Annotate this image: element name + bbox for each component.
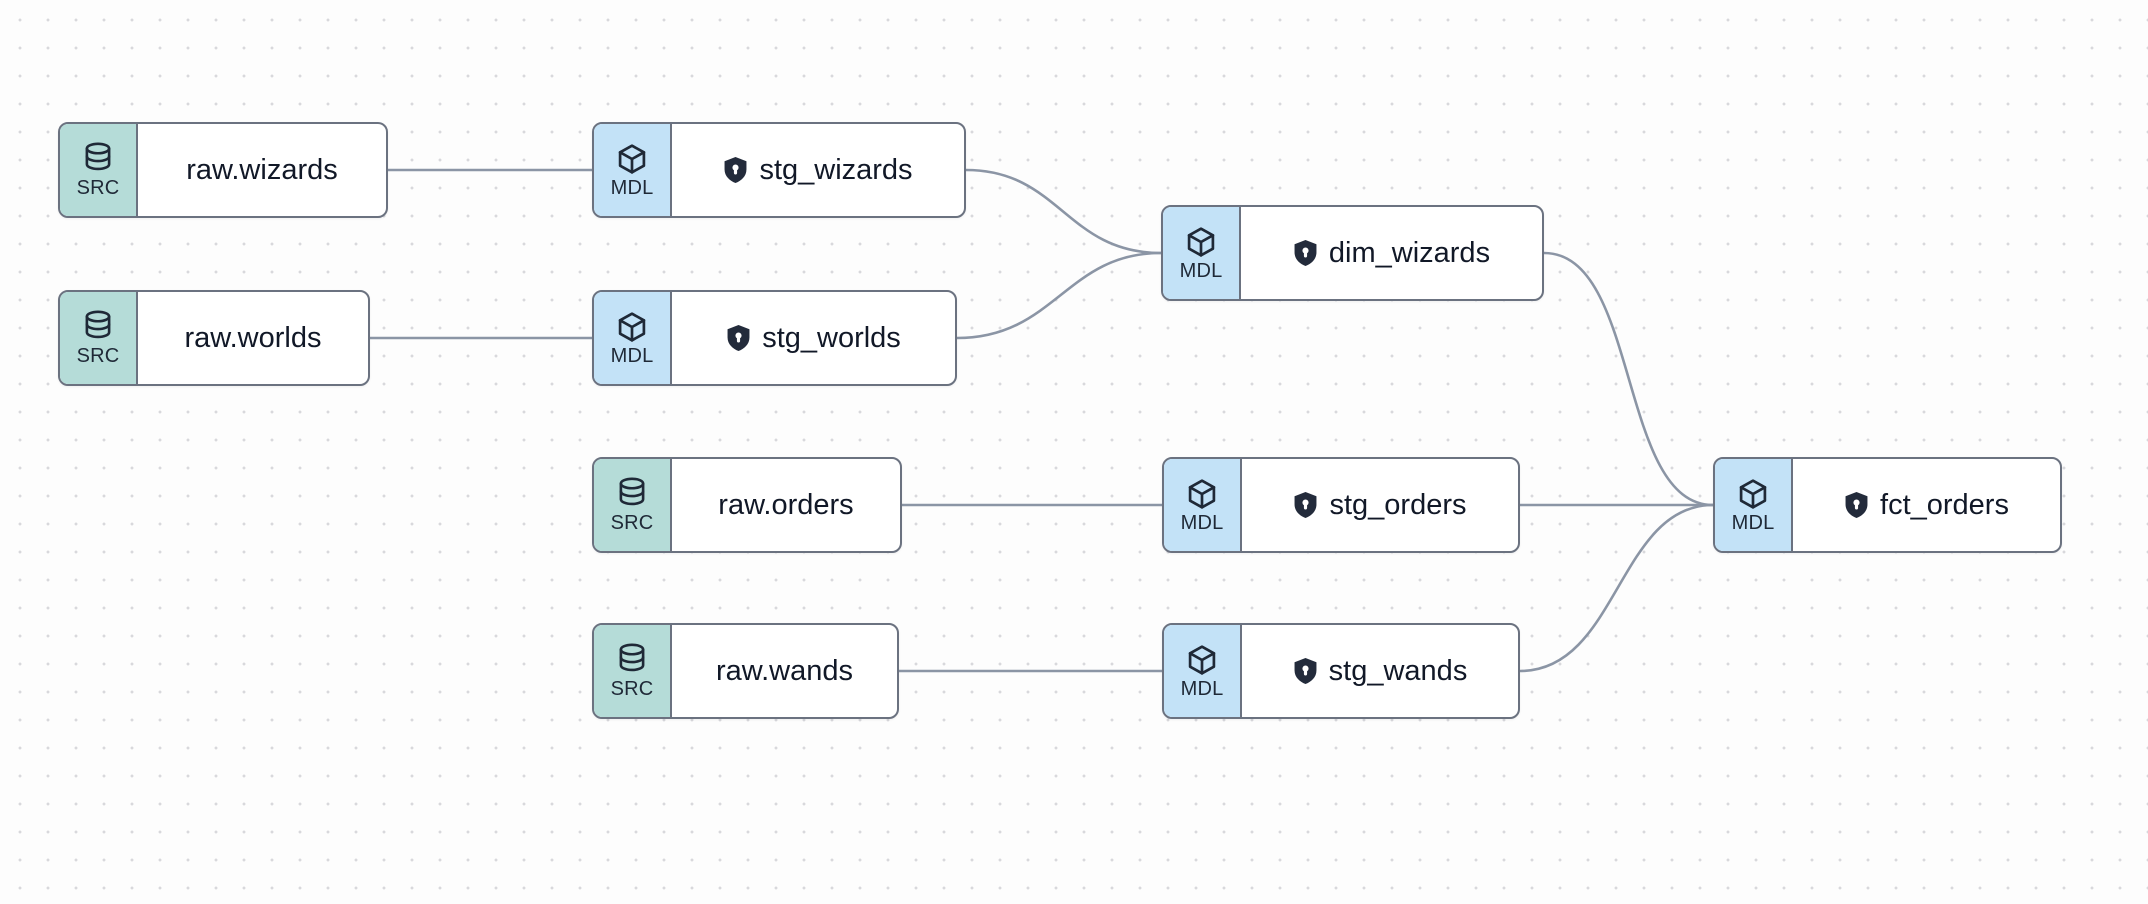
database-icon [82, 310, 114, 344]
node-badge-label: SRC [76, 176, 120, 199]
node-label: dim_wizards [1328, 237, 1491, 269]
cube-icon [1185, 477, 1219, 511]
node-badge-src: SRC [594, 625, 672, 717]
database-icon [616, 643, 648, 677]
node-dim-wizards[interactable]: MDL dim_wizards [1161, 205, 1544, 301]
cube-icon [1185, 643, 1219, 677]
shield-lock-icon [1293, 657, 1318, 685]
node-badge-label: MDL [610, 176, 654, 199]
node-badge-mdl: MDL [594, 292, 672, 384]
shield-lock-icon [1844, 491, 1869, 519]
node-raw-wands[interactable]: SRC raw.wands [592, 623, 899, 719]
node-badge-mdl: MDL [594, 124, 672, 216]
database-icon [82, 142, 114, 176]
node-badge-label: SRC [76, 344, 120, 367]
node-badge-src: SRC [60, 124, 138, 216]
cube-icon [615, 310, 649, 344]
node-label: stg_wizards [759, 154, 913, 186]
node-body: raw.wizards [138, 124, 386, 216]
node-badge-label: MDL [1731, 511, 1775, 534]
node-badge-label: SRC [610, 511, 654, 534]
node-body: stg_wands [1242, 625, 1518, 717]
node-badge-mdl: MDL [1163, 207, 1241, 299]
shield-lock-icon [1293, 239, 1318, 267]
node-badge-label: SRC [610, 677, 654, 700]
node-body: fct_orders [1793, 459, 2060, 551]
node-stg-wands[interactable]: MDL stg_wands [1162, 623, 1520, 719]
node-badge-label: MDL [610, 344, 654, 367]
node-label: raw.wands [715, 655, 853, 687]
node-badge-mdl: MDL [1715, 459, 1793, 551]
node-label: stg_worlds [762, 322, 901, 354]
node-fct-orders[interactable]: MDL fct_orders [1713, 457, 2062, 553]
edge-stg-worlds-to-dim-wizards [955, 251, 1163, 340]
node-badge-label: MDL [1179, 259, 1223, 282]
node-body: raw.worlds [138, 292, 368, 384]
edge-stg-wizards-to-dim-wizards [964, 168, 1163, 255]
node-body: raw.orders [672, 459, 900, 551]
node-badge-src: SRC [594, 459, 672, 551]
shield-lock-icon [723, 156, 748, 184]
node-badge-mdl: MDL [1164, 459, 1242, 551]
node-stg-worlds[interactable]: MDL stg_worlds [592, 290, 957, 386]
node-badge-mdl: MDL [1164, 625, 1242, 717]
node-stg-wizards[interactable]: MDL stg_wizards [592, 122, 966, 218]
node-body: raw.wands [672, 625, 897, 717]
cube-icon [1736, 477, 1770, 511]
node-label: raw.orders [718, 489, 854, 521]
node-body: stg_wizards [672, 124, 964, 216]
node-body: stg_worlds [672, 292, 955, 384]
cube-icon [615, 142, 649, 176]
shield-lock-icon [726, 324, 751, 352]
node-badge-label: MDL [1180, 511, 1224, 534]
node-label: fct_orders [1880, 489, 2009, 521]
node-raw-wizards[interactable]: SRC raw.wizards [58, 122, 388, 218]
node-label: raw.worlds [184, 322, 322, 354]
cube-icon [1184, 225, 1218, 259]
node-body: dim_wizards [1241, 207, 1542, 299]
node-label: stg_wands [1328, 655, 1468, 687]
node-badge-label: MDL [1180, 677, 1224, 700]
node-stg-orders[interactable]: MDL stg_orders [1162, 457, 1520, 553]
database-icon [616, 477, 648, 511]
edge-stg-wands-to-fct-orders [1518, 503, 1715, 673]
node-raw-orders[interactable]: SRC raw.orders [592, 457, 902, 553]
node-label: raw.wizards [186, 154, 338, 186]
shield-lock-icon [1293, 491, 1318, 519]
node-body: stg_orders [1242, 459, 1518, 551]
node-badge-src: SRC [60, 292, 138, 384]
node-raw-worlds[interactable]: SRC raw.worlds [58, 290, 370, 386]
edge-dim-wizards-to-fct-orders [1542, 251, 1715, 507]
node-label: stg_orders [1329, 489, 1467, 521]
